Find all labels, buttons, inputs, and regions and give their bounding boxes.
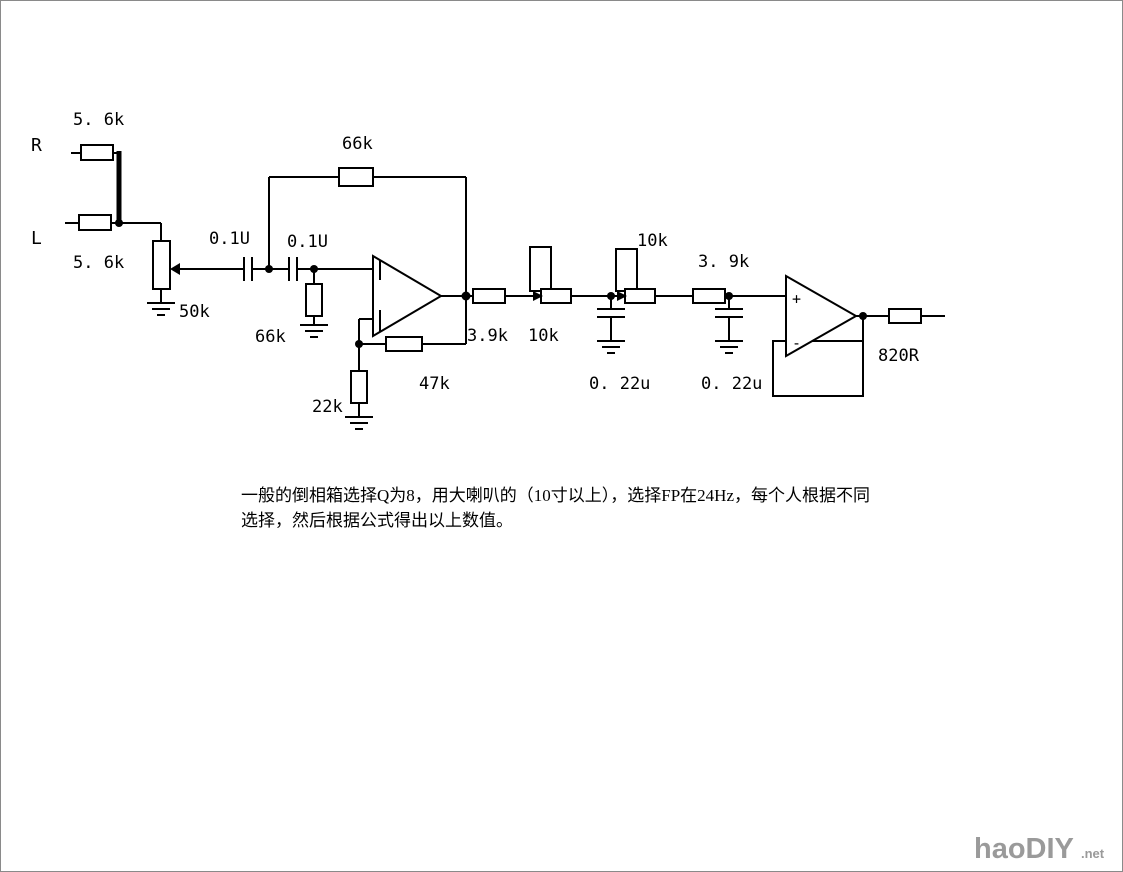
cap1-value: 0.1U bbox=[209, 229, 250, 249]
filter-cap-2 bbox=[715, 308, 743, 318]
opamp2-minus-sign: - bbox=[792, 334, 801, 352]
watermark: haoDIY .net bbox=[974, 833, 1105, 865]
resistor-66k-shunt bbox=[305, 283, 323, 317]
filter-cap2-value: 0. 22u bbox=[701, 374, 762, 394]
pot1-slider bbox=[540, 288, 572, 304]
resistor-22k-ground bbox=[350, 370, 368, 404]
volume-potentiometer bbox=[152, 240, 171, 290]
resistor-66k-feedback bbox=[338, 167, 374, 187]
filter-cap1-value: 0. 22u bbox=[589, 374, 650, 394]
volume-pot-value: 50k bbox=[179, 302, 210, 322]
gain-47k-value: 47k bbox=[419, 374, 450, 394]
coupling-cap-2 bbox=[288, 257, 298, 281]
pot2-value: 10k bbox=[637, 231, 668, 251]
pot2-wiper-arrow bbox=[617, 291, 627, 301]
opamp2 bbox=[785, 274, 859, 358]
junction-dot bbox=[355, 340, 363, 348]
stage1: 0.1U 0.1U 66k 66k 47k 22k bbox=[209, 134, 471, 430]
pot1-wiper-arrow bbox=[533, 291, 543, 301]
pot2-slider bbox=[624, 288, 656, 304]
pot1-body bbox=[529, 246, 552, 292]
pot1-value: 10k bbox=[528, 326, 559, 346]
resistor-3k9-b bbox=[692, 288, 726, 304]
resistor-l-input bbox=[78, 214, 112, 231]
junction-dot bbox=[725, 292, 733, 300]
filter-cap-1 bbox=[597, 308, 625, 318]
shunt-66k-value: 66k bbox=[255, 327, 286, 347]
r-resistor-value: 5. 6k bbox=[73, 110, 124, 130]
junction-dot bbox=[115, 219, 123, 227]
resistor-3k9-b-value: 3. 9k bbox=[698, 252, 749, 272]
opamp2-feedback-loop bbox=[772, 340, 864, 397]
notes: 一般的倒相箱选择Q为8，用大喇叭的（10寸以上），选择FP在24Hz，每个人根据… bbox=[241, 486, 870, 530]
input-section: R L 5. 6k 5. 6k 50k bbox=[31, 110, 210, 322]
note-line-1: 一般的倒相箱选择Q为8，用大喇叭的（10寸以上），选择FP在24Hz，每个人根据… bbox=[241, 486, 870, 505]
ground-symbol bbox=[597, 340, 625, 354]
junction-dot bbox=[859, 312, 867, 320]
pot2-body bbox=[615, 248, 638, 292]
junction-dot bbox=[310, 265, 318, 273]
note-line-2: 选择，然后根据公式得出以上数值。 bbox=[241, 511, 513, 530]
ground-symbol bbox=[715, 340, 743, 354]
l-resistor-value: 5. 6k bbox=[73, 253, 124, 273]
resistor-3k9-a bbox=[472, 288, 506, 304]
coupling-cap-1 bbox=[243, 257, 253, 281]
ground-symbol bbox=[345, 416, 373, 430]
resistor-r-input bbox=[80, 144, 114, 161]
feedback-66k-value: 66k bbox=[342, 134, 373, 154]
opamp1 bbox=[372, 254, 443, 338]
pot-wiper-arrow bbox=[170, 263, 180, 275]
wires bbox=[65, 151, 945, 417]
junction-dot bbox=[265, 265, 273, 273]
ground-symbol bbox=[147, 302, 175, 316]
junction-dot bbox=[607, 292, 615, 300]
stage2: + - 820R bbox=[772, 274, 922, 397]
input-r-label: R bbox=[31, 135, 42, 156]
watermark-text: haoDIY bbox=[974, 833, 1074, 865]
ground-22k-value: 22k bbox=[312, 397, 343, 417]
output-820r-value: 820R bbox=[878, 346, 920, 366]
watermark-suffix: .net bbox=[1081, 846, 1105, 861]
opamp2-plus-sign: + bbox=[792, 290, 801, 308]
junction-dot bbox=[461, 291, 471, 301]
resistor-820r-output bbox=[888, 308, 922, 324]
resistor-3k9-a-value: 3.9k bbox=[467, 326, 508, 346]
filter-section: 3.9k 10k 10k 3. 9k 0. 22u 0. 22u bbox=[467, 231, 762, 394]
input-l-label: L bbox=[31, 228, 42, 249]
ground-symbol bbox=[300, 324, 328, 338]
resistor-47k-feedback bbox=[385, 336, 423, 352]
cap2-value: 0.1U bbox=[287, 232, 328, 252]
